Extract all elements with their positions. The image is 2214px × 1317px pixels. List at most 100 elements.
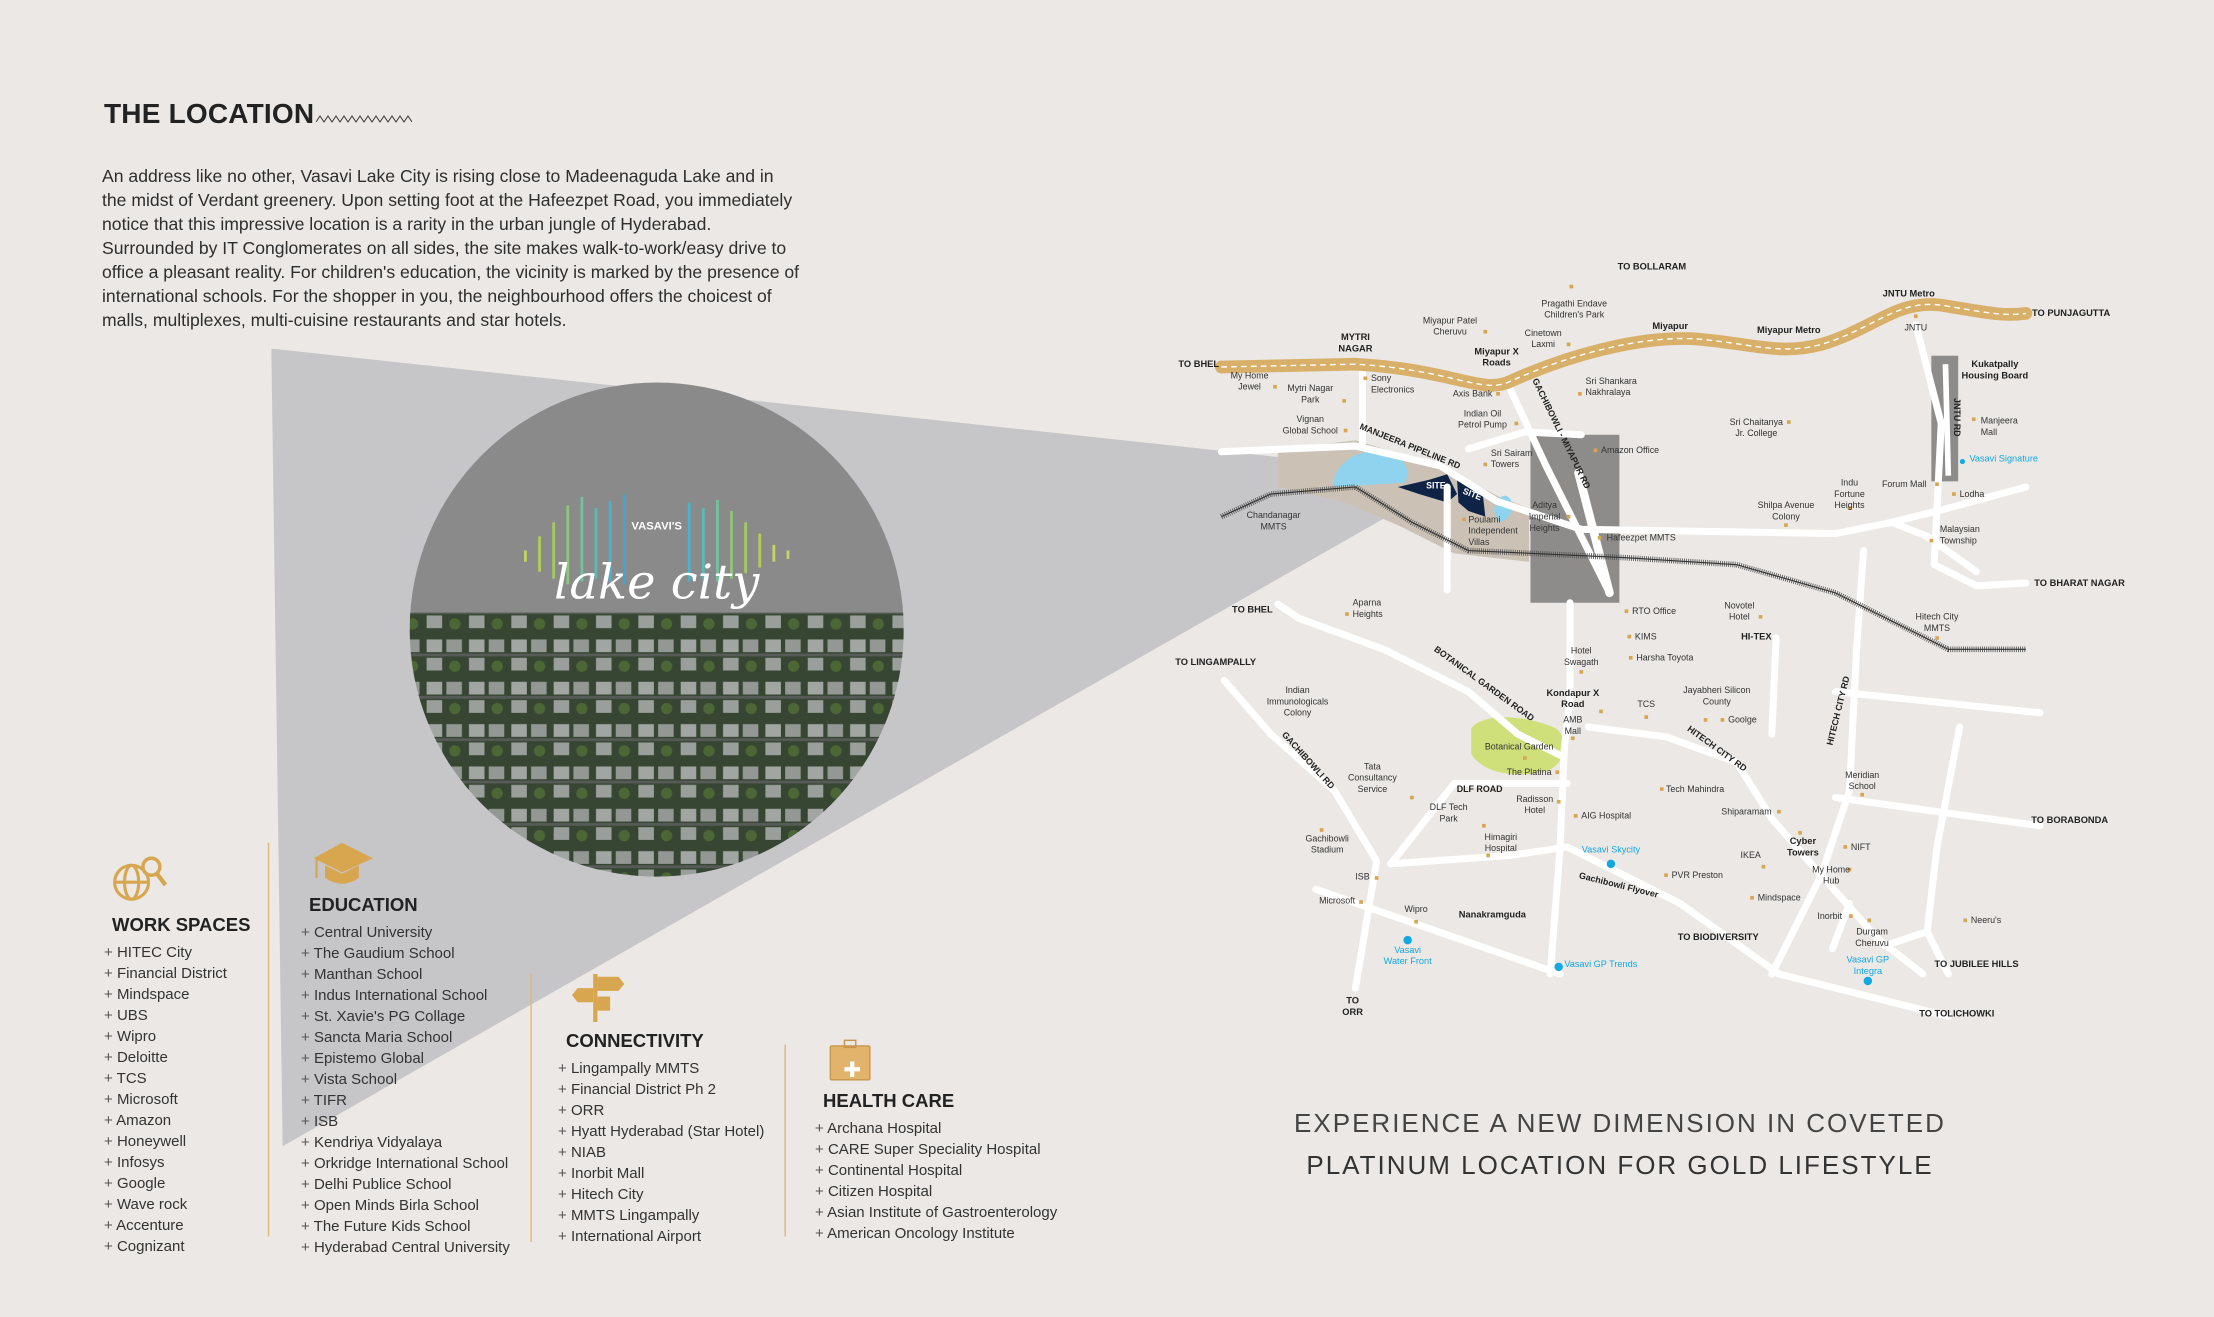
map-label-line: Mytri Nagar bbox=[1287, 383, 1333, 393]
map-label-line: Hotel bbox=[1524, 805, 1545, 815]
map-label-line: TO BHEL bbox=[1178, 359, 1219, 369]
map-label-line: JNTU bbox=[1904, 322, 1927, 332]
zigzag-decoration bbox=[316, 115, 413, 123]
map-label-line: TO TOLICHOWKI bbox=[1919, 1008, 1994, 1018]
list-item: Deloitte bbox=[104, 1047, 250, 1068]
map-label-area: HI-TEX bbox=[1741, 631, 1772, 641]
poi-marker-icon bbox=[1963, 918, 1968, 923]
vasavi-project-marker-icon[interactable] bbox=[1863, 976, 1873, 986]
map-label-line: Park bbox=[1439, 814, 1458, 824]
poi-marker-icon bbox=[1566, 342, 1571, 347]
map-label-line: Swagath bbox=[1564, 657, 1599, 667]
map-label-line: KIMS bbox=[1635, 631, 1657, 641]
map-label-line: TO bbox=[1346, 996, 1359, 1006]
map-label-vasavi[interactable]: Vasavi Signature bbox=[1969, 454, 2038, 464]
map-label-poi: Goolge bbox=[1728, 715, 1757, 725]
map-label-line: Cinetown bbox=[1525, 328, 1562, 338]
map-label-line: Radisson bbox=[1516, 794, 1553, 804]
vasavi-project-marker-icon[interactable] bbox=[1959, 459, 1965, 465]
map-label-line: DLF ROAD bbox=[1457, 784, 1503, 794]
map-label-line: Neeru's bbox=[1971, 915, 2002, 925]
map-label-line: Harsha Toyota bbox=[1636, 653, 1693, 663]
map-label-park: Botanical Garden bbox=[1485, 742, 1554, 752]
list-item: Citizen Hospital bbox=[815, 1181, 1057, 1202]
map-label-poi: Microsoft bbox=[1319, 895, 1356, 905]
map-markers bbox=[1273, 284, 1976, 986]
list-item: TIFR bbox=[301, 1090, 510, 1111]
section-education: EDUCATION Central UniversityThe Gaudium … bbox=[301, 894, 510, 1258]
list-item: Honeywell bbox=[104, 1131, 250, 1152]
vasavi-project-marker-icon[interactable] bbox=[1403, 935, 1412, 945]
map-label-line: Township bbox=[1940, 535, 1977, 545]
section-healthcare: HEALTH CARE Archana HospitalCARE Super S… bbox=[815, 1090, 1057, 1244]
poi-marker-icon bbox=[1798, 830, 1802, 835]
map-label-line: Road bbox=[1561, 699, 1585, 709]
list-item: St. Xavie's PG Collage bbox=[301, 1006, 510, 1027]
map-label-dest: TO TOLICHOWKI bbox=[1919, 1008, 1994, 1018]
medical-kit-icon bbox=[829, 1039, 871, 1081]
map-label-dest: TO BHEL bbox=[1232, 605, 1273, 615]
map-label-line: NAGAR bbox=[1338, 343, 1372, 353]
map-label-vasavi[interactable]: Vasavi Skycity bbox=[1582, 845, 1641, 855]
vasavi-project-marker-icon[interactable] bbox=[1554, 962, 1563, 972]
list-item: MMTS Lingampally bbox=[558, 1205, 764, 1226]
map-label-poi: Tech Mahindra bbox=[1666, 784, 1724, 794]
botanical-garden bbox=[1471, 717, 1565, 775]
map-label-line: Cheruvu bbox=[1433, 327, 1467, 337]
workspaces-list: HITEC CityFinancial DistrictMindspaceUBS… bbox=[104, 942, 250, 1257]
graduation-cap-icon bbox=[313, 842, 373, 884]
poi-marker-icon bbox=[1703, 718, 1708, 722]
poi-marker-icon bbox=[1867, 918, 1872, 923]
map-label-line: Consultancy bbox=[1348, 773, 1397, 783]
poi-marker-icon bbox=[1345, 612, 1349, 616]
poi-marker-icon bbox=[1929, 538, 1934, 543]
map-label-line: TO BORABONDA bbox=[2031, 815, 2108, 825]
map-label-line: My Home bbox=[1812, 864, 1850, 874]
map-label-vasavi[interactable]: Vasavi GP Trends bbox=[1564, 959, 1637, 969]
white-road-long bbox=[1574, 364, 1952, 598]
list-item: Vista School bbox=[301, 1069, 510, 1090]
map-label-line: AMB bbox=[1563, 715, 1582, 725]
vasavi-project-marker-icon[interactable] bbox=[1606, 859, 1616, 869]
section-title: CONNECTIVITY bbox=[566, 1030, 704, 1051]
list-item: Archana Hospital bbox=[815, 1118, 1057, 1139]
map-label-site: SITE bbox=[1426, 480, 1446, 490]
map-label-poi: Wipro bbox=[1405, 904, 1428, 914]
map-label-line: Wipro bbox=[1405, 904, 1428, 914]
poi-marker-icon bbox=[1359, 900, 1363, 904]
map-label-line: Indian Oil bbox=[1464, 408, 1502, 418]
map-label-line: MMTS bbox=[1924, 623, 1950, 633]
map-label-dest: TO PUNJAGUTTA bbox=[2032, 308, 2110, 318]
map-label-poi: Lodha bbox=[1960, 489, 1985, 499]
map-label-road: GACHIBOWLI RD bbox=[1280, 730, 1337, 792]
list-item: The Future Kids School bbox=[301, 1216, 510, 1237]
list-item: Hitech City bbox=[558, 1184, 764, 1205]
poi-marker-icon bbox=[1482, 823, 1486, 828]
list-item: ORR bbox=[558, 1100, 764, 1121]
poi-marker-icon bbox=[1273, 384, 1277, 389]
map-label-poi: NIFT bbox=[1851, 842, 1871, 852]
section-title: WORK SPACES bbox=[112, 914, 251, 935]
map-label-line: Mall bbox=[1981, 427, 1997, 437]
list-item: Hyatt Hyderabad (Star Hotel) bbox=[558, 1121, 764, 1142]
map-label-poi: TCS bbox=[1637, 699, 1655, 709]
map-label-line: IKEA bbox=[1741, 850, 1761, 860]
